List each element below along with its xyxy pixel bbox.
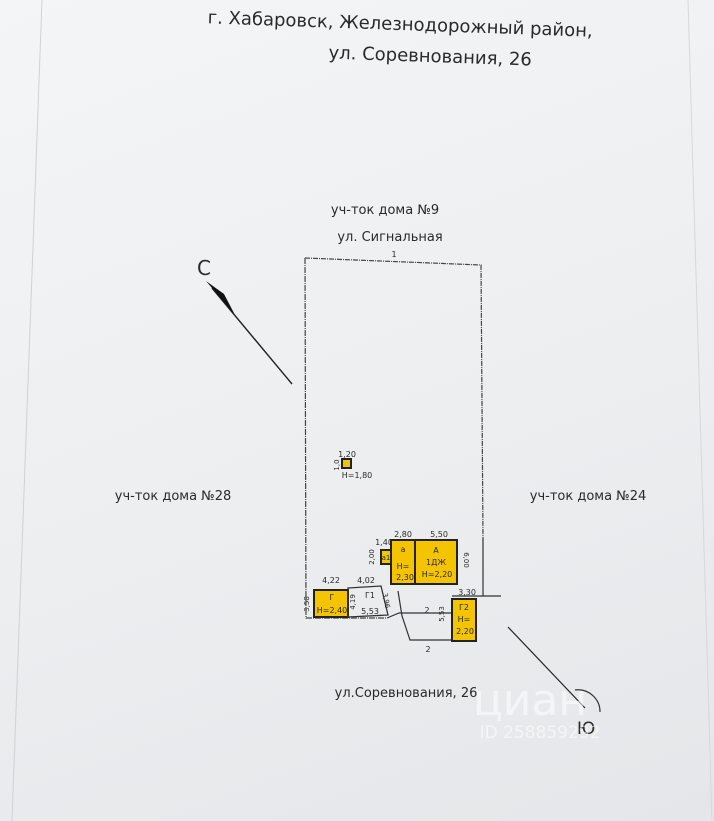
south-arrow-shaft (507, 626, 586, 709)
south-arrow-arc (574, 689, 601, 713)
building-g1-shape (347, 585, 389, 618)
building-a: А 1ДЖ H=2,20 5,50 6,00 (414, 530, 470, 585)
watermark-brand: циан (473, 675, 587, 726)
small-object-height: H=1,80 (342, 471, 373, 480)
neighbor-left-plot: уч-ток дома №28 (115, 489, 232, 504)
building-g1: Г1 4,02 4,19 3,96 5,53 (347, 576, 392, 618)
neighbor-top-street: ул. Сигнальная (337, 230, 442, 245)
building-g-letter: Г (330, 593, 335, 602)
building-a-ext-height-value: 2,30 (396, 573, 414, 582)
small-object-shape (341, 458, 352, 469)
building-a-depth: 6,00 (462, 552, 470, 568)
north-arrow-head (206, 281, 235, 315)
watermark: циан ID 258859292 (473, 675, 601, 743)
building-g2-letter: Г2 (459, 603, 469, 612)
building-g1-bottom: 5,53 (361, 607, 379, 616)
north-arrow-shaft (211, 287, 293, 385)
parcel-fence-left (304, 257, 387, 619)
building-a1-letter: а1 (382, 554, 391, 562)
building-a-ext-shape (390, 539, 416, 585)
building-a-ext-letter: а (401, 545, 406, 554)
parcel-front-line (386, 612, 452, 619)
building-g2-shape (451, 598, 477, 642)
building-g1-letter: Г1 (365, 591, 375, 600)
building-g1-width: 4,02 (357, 576, 375, 585)
building-g2-width: 3,30 (458, 588, 476, 597)
north-arrow: С (197, 256, 293, 385)
building-g1-depth-right: 3,96 (381, 592, 392, 609)
building-g2: Г2 H= 2,20 3,30 5,53 (438, 588, 477, 642)
building-g1-depth-left: 4,19 (349, 594, 357, 610)
building-a-height: H=2,20 (422, 570, 453, 579)
building-a1-width: 1,40 (375, 538, 393, 547)
dim-mid: 2 (424, 606, 429, 615)
parcel-boundary: 1 (304, 250, 501, 641)
building-g2-height-value: 2,20 (456, 627, 474, 636)
header-address-line1: г. Хабаровск, Железнодорожный район, (207, 7, 593, 41)
parcel-fence-top-right (304, 257, 484, 539)
marker-top-point: 1 (391, 250, 396, 259)
small-object-depth: 1,0 (333, 459, 341, 470)
neighbor-right-plot: уч-ток дома №24 (530, 489, 647, 504)
building-a-width: 5,50 (430, 530, 448, 539)
small-object-width: 1,20 (338, 450, 356, 459)
building-a-floors: 1ДЖ (426, 558, 446, 567)
building-g: Г H=2,40 4,22 3,58 (303, 576, 349, 618)
watermark-id: ID 258859292 (480, 723, 601, 743)
header-address-line2: ул. Соревнования, 26 (328, 42, 532, 70)
parcel-front-yard (397, 590, 452, 641)
north-label: С (197, 256, 211, 280)
neighbor-bottom-street: ул.Соревнования, 26 (335, 686, 478, 701)
building-a-shape (414, 539, 458, 585)
building-g-width: 4,22 (322, 576, 340, 585)
building-g-height: H=2,40 (317, 606, 348, 615)
building-g2-height-label: H= (458, 615, 471, 624)
small-object: 1,20 1,0 H=1,80 (333, 450, 372, 480)
page-left-edge (11, 0, 43, 821)
south-arrow: Ю (507, 626, 601, 739)
dim-bottom: 2 (425, 645, 430, 654)
building-a-ext-height-label: H= (397, 562, 410, 571)
building-g2-depth: 5,53 (438, 606, 446, 622)
page-right-edge (687, 0, 713, 821)
south-label: Ю (577, 719, 595, 739)
building-a-ext-width: 2,80 (394, 530, 412, 539)
building-g-depth: 3,58 (303, 596, 311, 612)
building-a-letter: А (433, 546, 439, 555)
building-a-ext: а H= 2,30 2,80 2,00 (368, 530, 416, 585)
neighbor-top-plot: уч-ток дома №9 (331, 203, 439, 218)
building-a-ext-depth: 2,00 (368, 549, 376, 565)
building-g-shape (313, 589, 349, 618)
